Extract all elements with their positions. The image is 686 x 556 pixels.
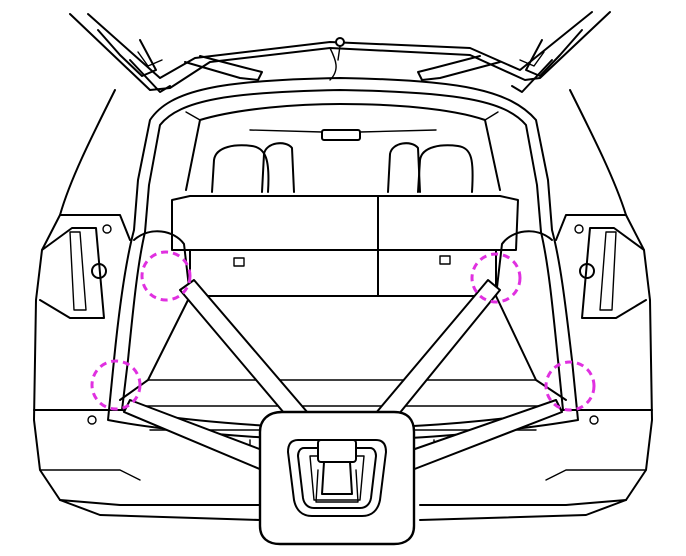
rear-view-mirror xyxy=(321,129,361,141)
hatch-latch-icon xyxy=(335,37,345,47)
callout-circle-lower-left xyxy=(90,359,142,411)
vehicle-body xyxy=(33,89,653,521)
leader-lower-right xyxy=(411,399,563,471)
leader-upper-left xyxy=(179,279,315,421)
leader-upper-right xyxy=(369,279,501,421)
tie-down-callouts xyxy=(90,250,596,412)
callout-circle-upper-right xyxy=(470,252,522,304)
callout-circle-upper-left xyxy=(140,250,192,302)
raised-tailgate xyxy=(69,11,611,93)
inset-frame xyxy=(258,410,416,546)
cargo-opening xyxy=(87,77,599,461)
callout-circle-lower-right xyxy=(544,360,596,412)
tie-down-hook-icon xyxy=(287,439,387,517)
detail-inset xyxy=(258,410,416,546)
